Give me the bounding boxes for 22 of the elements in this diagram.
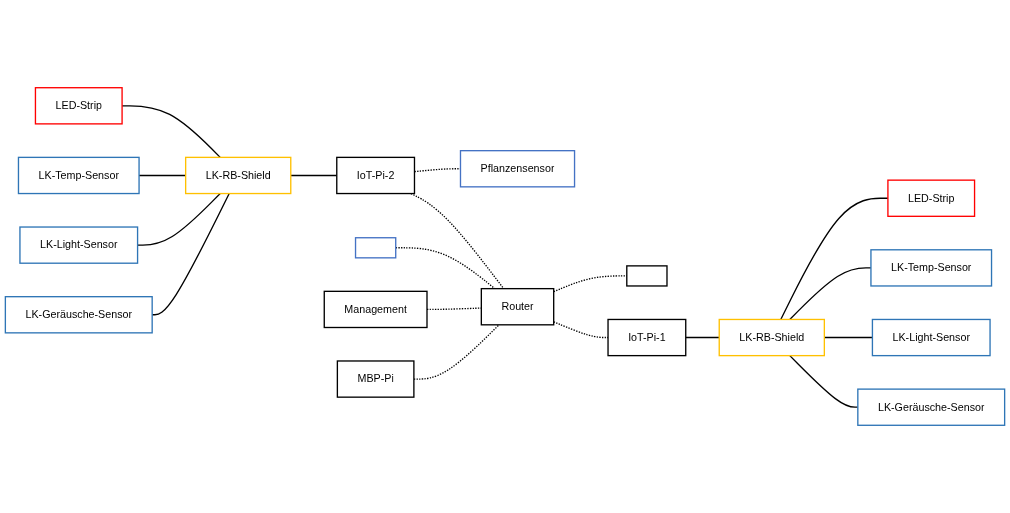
node-box: IoT-Pi-2 (336, 156, 416, 195)
connector (395, 247, 496, 290)
node-box: LK-Temp-Sensor (870, 249, 993, 287)
connector (410, 192, 505, 290)
node-box: Management (323, 290, 428, 329)
node-box: LK-Light-Sensor (19, 226, 139, 264)
node-box: MBP-Pi (336, 360, 415, 398)
node-box: LK-Light-Sensor (871, 318, 991, 357)
connector (685, 336, 720, 339)
node-box: Router (480, 287, 555, 326)
node-box: LK-RB-Shield (185, 156, 292, 195)
node-box: LK-Temp-Sensor (17, 156, 140, 195)
node-box (626, 265, 668, 287)
node-box (354, 237, 397, 259)
node-box: LK-Geräusche-Sensor (4, 296, 153, 334)
node-box: LK-RB-Shield (718, 318, 825, 357)
node-box: LED-Strip (34, 87, 123, 125)
node-box: Pflanzensensor (459, 150, 576, 188)
connector (553, 321, 609, 339)
node-box: LK-Geräusche-Sensor (857, 388, 1006, 426)
node-box: LED-Strip (887, 179, 976, 217)
node-box: IoT-Pi-1 (607, 318, 687, 357)
